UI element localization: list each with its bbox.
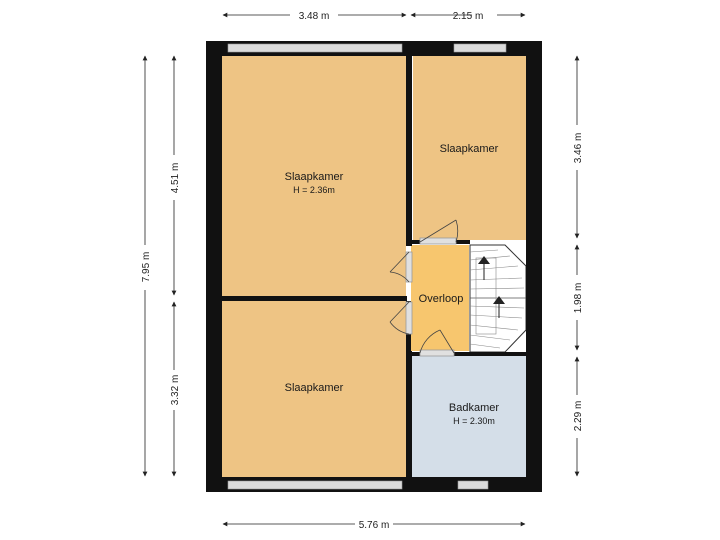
landing-floor (411, 245, 469, 351)
room-label-bathroom: Badkamer (449, 402, 499, 414)
dimension-label-bottom: 5.76 m (359, 520, 390, 531)
door-gap-left-upper (405, 251, 413, 283)
door-swing-large-bedroom (389, 251, 410, 283)
door-gap-bathroom (419, 349, 455, 357)
dimension-label-right-middle: 1.98 m (573, 283, 584, 314)
dimension-label-right-lower: 2.29 m (573, 401, 584, 432)
room-label-landing: Overloop (419, 293, 464, 305)
door-swing-bottom-bedroom (389, 301, 410, 335)
doors (389, 219, 459, 357)
staircase (469, 244, 527, 353)
bedroom-small-top-floor (413, 56, 526, 240)
window-top-right (453, 43, 507, 53)
window-top-left (227, 43, 403, 53)
door-swing-small-bedroom (419, 219, 459, 243)
stair-arrow-up-icon (478, 256, 490, 264)
dimension-label-left-upper: 4.51 m (170, 163, 181, 194)
room-height-bathroom: H = 2.30m (453, 416, 495, 426)
room-label-bedroom-bottom: Slaapkamer (285, 382, 344, 394)
dimension-label-top-right: 2.15 m (453, 11, 484, 22)
bathroom-floor (411, 356, 526, 477)
door-gap-left-lower (405, 301, 413, 335)
room-label-bedroom-large-top: Slaapkamer (285, 171, 344, 183)
dimension-label-right-upper: 3.46 m (573, 133, 584, 164)
bedroom-large-top-floor (222, 56, 406, 296)
dimension-label-top-left: 3.48 m (299, 11, 330, 22)
window-bottom-right (457, 480, 489, 490)
dimension-label-left-total: 7.95 m (141, 252, 152, 283)
bedroom-bottom-floor (222, 301, 406, 477)
room-label-bedroom-small-top: Slaapkamer (440, 143, 499, 155)
stair-arrow-up-icon-2 (493, 296, 505, 304)
window-bottom-left (227, 480, 403, 490)
room-height-bedroom-large-top: H = 2.36m (293, 185, 335, 195)
dimension-label-left-lower: 3.32 m (170, 375, 181, 406)
windows (227, 43, 507, 490)
door-swing-bathroom (419, 329, 455, 354)
